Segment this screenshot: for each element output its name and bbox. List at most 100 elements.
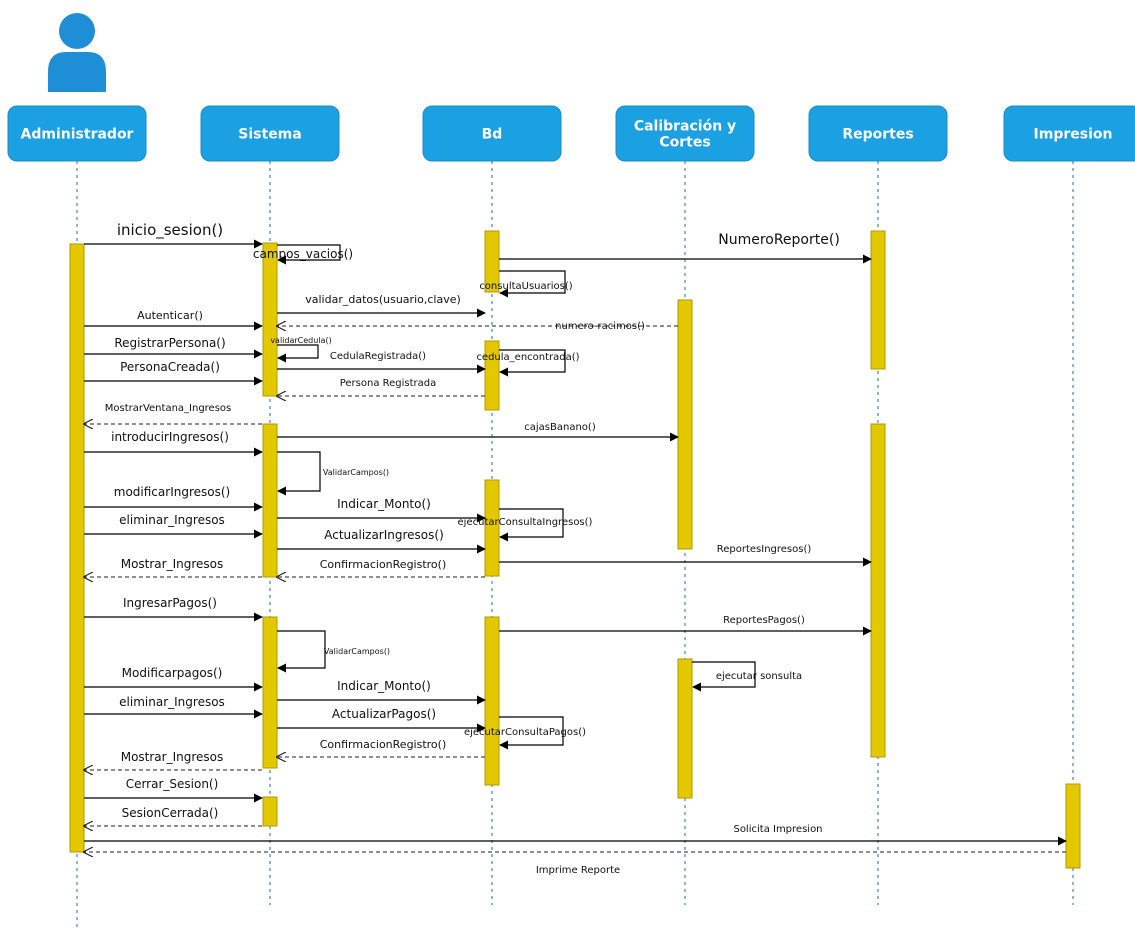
message-30: Indicar_Monto() bbox=[277, 679, 486, 705]
activation-bar-bd bbox=[484, 616, 500, 786]
message-33: ejecutarConsultaPagos() bbox=[464, 716, 586, 750]
message-label: NumeroReporte() bbox=[718, 232, 840, 248]
activation-bar-impresion bbox=[1065, 783, 1081, 869]
message-label: Persona Registrada bbox=[340, 378, 437, 389]
message-9: cedula_encontrada() bbox=[476, 349, 580, 377]
message-label: PersonaCreada() bbox=[120, 360, 220, 374]
lifeline-header-sistema: Sistema bbox=[200, 105, 340, 162]
lifeline-header-reportes: Reportes bbox=[808, 105, 948, 162]
message-10: CedulaRegistrada() bbox=[277, 351, 486, 374]
activation-bar-sistema bbox=[262, 616, 278, 769]
message-1: campos_vacios() bbox=[253, 244, 353, 265]
lifeline-label: Cortes bbox=[659, 135, 710, 151]
message-label: IngresarPagos() bbox=[123, 596, 217, 610]
lifeline-label: Calibración y bbox=[634, 119, 736, 135]
message-label: Indicar_Monto() bbox=[337, 497, 431, 511]
self-message-arrow bbox=[692, 661, 756, 692]
message-39: Imprime Reporte bbox=[84, 852, 1066, 876]
self-message-arrow bbox=[499, 508, 564, 542]
message-label: Autenticar() bbox=[137, 309, 203, 322]
activation-bar-sistema bbox=[262, 796, 278, 827]
message-15: introducirIngresos() bbox=[84, 430, 263, 457]
activation-bar-bd bbox=[484, 230, 500, 293]
message-label: ejecutarConsultaIngresos() bbox=[458, 517, 593, 528]
self-message-arrow bbox=[277, 244, 341, 265]
message-12: Persona Registrada bbox=[277, 378, 485, 396]
message-label: eliminar_Ingresos bbox=[119, 695, 225, 709]
message-label: CedulaRegistrada() bbox=[330, 351, 426, 362]
self-message-arrow bbox=[499, 716, 564, 750]
activation-bar-bd bbox=[484, 340, 500, 411]
message-label: campos_vacios() bbox=[253, 247, 353, 261]
message-2: NumeroReporte() bbox=[499, 232, 872, 264]
message-4: validar_datos(usuario,clave) bbox=[277, 293, 486, 318]
message-label: modificarIngresos() bbox=[114, 485, 230, 499]
activation-bar-calib bbox=[677, 658, 693, 799]
message-35: Mostrar_Ingresos bbox=[84, 750, 262, 770]
message-label: ValidarCampos() bbox=[324, 647, 390, 656]
message-20: eliminar_Ingresos bbox=[84, 513, 263, 539]
message-0: inicio_sesion() bbox=[84, 221, 263, 249]
activation-bar-sistema bbox=[262, 423, 278, 578]
message-16: ValidarCampos() bbox=[277, 451, 389, 496]
activation-bar-reportes bbox=[870, 230, 886, 370]
lifeline-label: Sistema bbox=[238, 127, 301, 143]
lifeline-label: Bd bbox=[482, 127, 503, 143]
message-label: ConfirmacionRegistro() bbox=[320, 738, 447, 751]
message-label: ConfirmacionRegistro() bbox=[320, 558, 447, 571]
self-message-arrow bbox=[277, 344, 319, 363]
activation-bar-reportes bbox=[870, 423, 886, 758]
message-label: RegistrarPersona() bbox=[114, 336, 225, 350]
message-label: ActualizarIngresos() bbox=[324, 528, 444, 542]
message-label: ReportesIngresos() bbox=[717, 544, 812, 555]
message-label: Indicar_Monto() bbox=[337, 679, 431, 693]
message-26: ReportesPagos() bbox=[499, 615, 872, 636]
activation-bar-bd bbox=[484, 479, 500, 577]
message-38: Solicita Impresion bbox=[84, 824, 1067, 846]
message-29: ejecutar sonsulta bbox=[692, 661, 802, 692]
message-label: numero-racimos() bbox=[555, 321, 645, 332]
message-21: ActualizarIngresos() bbox=[277, 528, 486, 554]
message-label: ActualizarPagos() bbox=[332, 707, 436, 721]
message-label: MostrarVentana_Ingresos bbox=[105, 403, 232, 414]
self-message-arrow bbox=[277, 451, 321, 496]
message-label: cedula_encontrada() bbox=[476, 352, 579, 363]
message-label: consultaUsuarios() bbox=[479, 281, 572, 292]
activation-bar-calib bbox=[677, 299, 693, 550]
self-message-arrow bbox=[499, 349, 566, 377]
message-11: PersonaCreada() bbox=[84, 360, 263, 386]
message-34: ConfirmacionRegistro() bbox=[277, 738, 485, 757]
message-3: consultaUsuarios() bbox=[479, 270, 573, 298]
message-27: ValidarCampos() bbox=[277, 630, 390, 673]
message-18: Indicar_Monto() bbox=[277, 497, 486, 523]
message-13: MostrarVentana_Ingresos bbox=[84, 403, 262, 424]
message-label: SesionCerrada() bbox=[122, 806, 219, 820]
message-label: ejecutar sonsulta bbox=[716, 671, 802, 682]
message-31: eliminar_Ingresos bbox=[84, 695, 263, 719]
message-label: ReportesPagos() bbox=[723, 615, 805, 626]
lifeline-header-admin: Administrador bbox=[7, 105, 147, 162]
message-label: Mostrar_Ingresos bbox=[121, 750, 224, 764]
activation-bar-sistema bbox=[262, 242, 278, 397]
message-17: modificarIngresos() bbox=[84, 485, 263, 512]
message-28: Modificarpagos() bbox=[84, 666, 263, 692]
message-label: Solicita Impresion bbox=[733, 824, 822, 835]
message-25: IngresarPagos() bbox=[84, 596, 263, 622]
message-label: Imprime Reporte bbox=[536, 865, 620, 876]
message-37: SesionCerrada() bbox=[84, 806, 262, 826]
self-message-arrow bbox=[277, 630, 326, 673]
lifeline-header-impresion: Impresion bbox=[1003, 105, 1135, 162]
self-message-arrow bbox=[499, 270, 566, 298]
message-label: cajasBanano() bbox=[524, 422, 596, 433]
lifeline-label: Reportes bbox=[842, 127, 913, 143]
message-label: ValidarCampos() bbox=[323, 468, 389, 477]
message-label: eliminar_Ingresos bbox=[119, 513, 225, 527]
message-label: Cerrar_Sesion() bbox=[126, 777, 219, 791]
message-36: Cerrar_Sesion() bbox=[84, 777, 263, 803]
message-label: Mostrar_Ingresos bbox=[121, 557, 224, 571]
message-23: Mostrar_Ingresos bbox=[84, 557, 262, 577]
message-label: Modificarpagos() bbox=[122, 666, 223, 680]
message-14: cajasBanano() bbox=[277, 422, 679, 442]
